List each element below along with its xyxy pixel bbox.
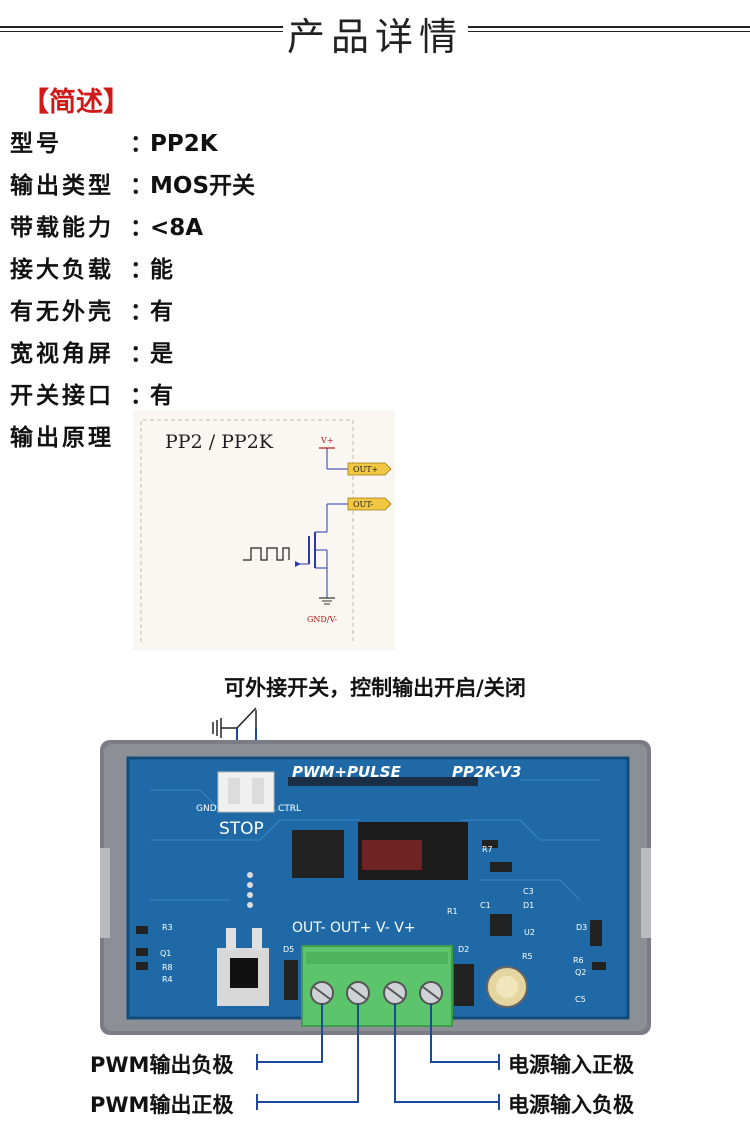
spec-value: 有 <box>150 299 173 325</box>
gnd-label: GND/V- <box>307 615 338 624</box>
spec-key: 带载能力 <box>10 215 114 241</box>
spec-value: 是 <box>150 341 173 367</box>
external-switch-icon <box>212 707 257 738</box>
ref-r3: R3 <box>162 923 173 932</box>
outminus-tag <box>347 497 392 511</box>
ref-c3: C3 <box>523 887 534 896</box>
gate-arrow <box>295 561 301 567</box>
ref-r7: R7 <box>482 845 493 854</box>
callout-line-pwr-pos <box>430 1004 499 1063</box>
spec-colon: ： <box>130 341 153 367</box>
diode-d2 <box>454 964 474 1006</box>
housing-clip-right <box>641 848 651 938</box>
header-rule-right <box>468 26 750 28</box>
spec-row-housing: 有无外壳 ：有 <box>10 292 173 326</box>
diode-d5 <box>284 960 298 1000</box>
schematic-title: PP2 / PP2K <box>165 431 274 453</box>
ref-r1: R1 <box>447 907 458 916</box>
schematic-border <box>140 419 354 642</box>
silk-stop: STOP <box>219 819 264 839</box>
spec-row-wide-angle: 宽视角屏 ：是 <box>10 334 173 368</box>
chip-small <box>292 830 344 878</box>
header-rule-left-thin <box>0 31 283 32</box>
spec-key: 输出原理 <box>10 425 114 451</box>
spec-value: <8A <box>150 215 204 241</box>
callout-line-pwm-pos <box>257 1004 359 1103</box>
spec-key: 开关接口 <box>10 383 114 409</box>
housing-clip-left <box>100 848 110 938</box>
spec-row-output-type: 输出类型 ：MOS开关 <box>10 166 255 200</box>
silk-model-label: PP2K-V3 <box>452 763 521 781</box>
spec-colon: ： <box>130 131 153 157</box>
callout-power-positive: 电源输入正极 <box>508 1053 634 1077</box>
output-schematic: PP2 / PP2K V+ OUT+ OUT- GND/V- <box>133 410 395 650</box>
ref-r5: R5 <box>522 952 533 961</box>
pcb-illustration: PWM+PULSE PP2K-V3 GND CTRL STOP R3 Q1 R8… <box>100 707 651 1110</box>
ref-d2: D2 <box>458 945 469 954</box>
spec-key: 宽视角屏 <box>10 341 114 367</box>
spec-key: 输出类型 <box>10 173 114 199</box>
spec-colon: ： <box>130 383 153 409</box>
spec-colon: ： <box>130 299 153 325</box>
silk-pwm-label: PWM+PULSE <box>292 763 402 781</box>
spec-row-switch: 开关接口 ：有 <box>10 376 173 410</box>
ref-r4: R4 <box>162 975 173 984</box>
callout-lines <box>256 1004 500 1110</box>
vplus-label: V+ <box>320 436 333 445</box>
spec-key: 有无外壳 <box>10 299 114 325</box>
ref-d1: D1 <box>523 901 534 910</box>
spec-value: MOS开关 <box>150 173 256 199</box>
outplus-label: OUT+ <box>353 465 378 474</box>
spec-colon: ： <box>130 257 153 283</box>
ref-r6: R6 <box>573 956 584 965</box>
spec-colon: ： <box>130 173 153 199</box>
ref-r8: R8 <box>162 963 173 972</box>
silk-terminals: OUT- OUT+ V- V+ <box>292 920 416 936</box>
silk-gnd: GND <box>196 804 217 814</box>
ref-u2: U2 <box>524 928 535 937</box>
header-rule-right-thin <box>468 31 750 32</box>
spec-value: PP2K <box>150 131 218 157</box>
spec-row-large-load: 接大负载 ：能 <box>10 250 173 284</box>
silk-ctrl: CTRL <box>278 804 301 814</box>
section-heading: 【简述】 <box>22 87 130 118</box>
ref-q1: Q1 <box>160 949 171 958</box>
switch-caption: 可外接开关，控制输出开启/关闭 <box>224 676 526 700</box>
spec-key: 型号 <box>10 131 62 157</box>
page-title: 产品详情 <box>286 15 463 59</box>
callout-pwm-negative: PWM输出负极 <box>90 1053 234 1077</box>
outplus-tag <box>347 462 392 476</box>
ref-c5: C5 <box>575 995 586 1004</box>
spec-row-model: 型号 ：PP2K <box>10 124 218 158</box>
callout-power-negative: 电源输入负极 <box>508 1093 634 1117</box>
silk-refs: R3 Q1 R8 R4 D5 R7 C3 D1 R1 C1 D2 U2 R5 D… <box>160 845 587 1004</box>
schematic-svg: PP2 / PP2K V+ OUT+ OUT- GND/V- <box>140 419 392 642</box>
pwm-waveform <box>243 547 290 561</box>
spec-value: 能 <box>150 257 173 283</box>
header-rule-left <box>0 26 283 28</box>
callout-line-pwm-neg <box>257 1004 323 1063</box>
ref-q2: Q2 <box>575 968 586 977</box>
terminal-screws <box>310 981 443 1005</box>
switch-connector <box>217 771 275 813</box>
ref-c1: C1 <box>480 901 491 910</box>
callout-line-pwr-neg <box>394 1004 499 1103</box>
spec-row-principle: 输出原理： <box>10 418 153 452</box>
ref-d5: D5 <box>283 945 294 954</box>
spec-value: 有 <box>150 383 173 409</box>
spec-row-load: 带载能力 ：<8A <box>10 208 203 242</box>
spec-key: 接大负载 <box>10 257 114 283</box>
callout-pwm-positive: PWM输出正极 <box>90 1093 234 1117</box>
ref-d3: D3 <box>576 923 587 932</box>
pin-header <box>288 777 478 786</box>
outminus-label: OUT- <box>353 500 374 509</box>
spec-colon: ： <box>130 215 153 241</box>
